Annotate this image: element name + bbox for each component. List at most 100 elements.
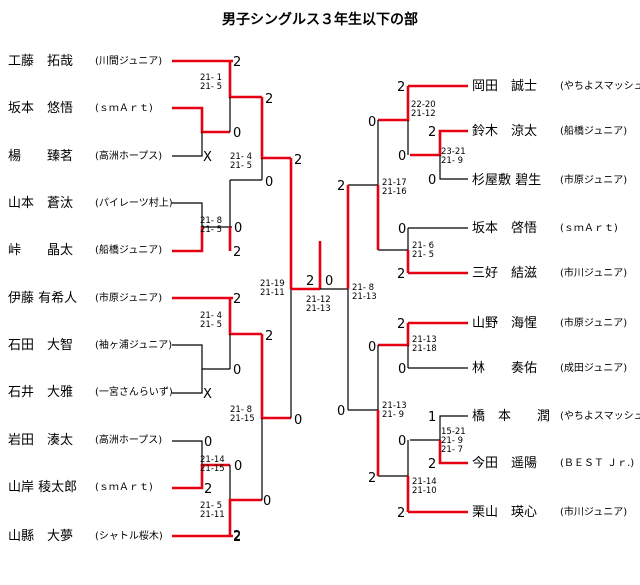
player-club: (市原ジュニア) xyxy=(560,173,627,186)
player-club: (ｓｍＡｒｔ) xyxy=(560,223,618,234)
bracket-line-lose xyxy=(172,202,232,228)
bracket-line-lose xyxy=(172,440,203,465)
round1-score: 2 xyxy=(233,245,241,260)
match-result-line: 21-10 xyxy=(412,486,437,496)
round3-score: 0 xyxy=(337,404,345,419)
round1-score: 2 xyxy=(397,317,405,332)
round1-score: X xyxy=(203,387,212,402)
bracket-line-win xyxy=(172,227,204,253)
player-name: 岩田 湊太 xyxy=(8,433,73,448)
player-name: 工藤 拓哉 xyxy=(8,54,73,69)
round1-score: 0 xyxy=(233,126,241,141)
match-result-line: 21-16 xyxy=(382,187,407,197)
player-club: (船橋ジュニア) xyxy=(560,124,627,137)
player-name: 橋 本 潤 xyxy=(472,409,550,424)
match-result-line: 21-13 xyxy=(412,335,437,345)
player-club: (高洲ホープス) xyxy=(95,149,162,162)
round2-score: 0 xyxy=(265,175,273,190)
bracket-line-lose xyxy=(439,155,468,180)
match-result-line: 21- 9 xyxy=(441,156,463,166)
bracket-line-lose xyxy=(410,415,468,441)
round1-score: 0 xyxy=(234,221,242,236)
match-result-line: 21- 9 xyxy=(441,436,463,446)
match-result-line: 21- 5 xyxy=(200,82,222,92)
match-result-line: 21- 5 xyxy=(412,250,434,260)
match-result-line: 21- 4 xyxy=(200,311,222,321)
round1-score: 0 xyxy=(398,149,406,164)
match-result-line: 21- 5 xyxy=(200,320,222,330)
round1-score: 1 xyxy=(428,410,436,425)
match-result-line: 21-13 xyxy=(306,304,331,314)
round1-score: 2 xyxy=(428,457,436,472)
player-club: (市原ジュニア) xyxy=(560,316,627,329)
bracket-line-lose xyxy=(172,132,203,157)
player-club: (袖ヶ浦ジュニア) xyxy=(95,338,172,351)
player-club: (市原ジュニア) xyxy=(95,291,162,304)
round3-score: 2 xyxy=(294,153,302,168)
round1-score: 2 xyxy=(397,267,405,282)
round2-score: 0 xyxy=(398,222,406,237)
match-result-line: 21-17 xyxy=(382,178,407,188)
match-result-line: 21- 8 xyxy=(352,283,374,293)
round2-score: 2 xyxy=(233,529,241,544)
player-name: 杉屋敷 碧生 xyxy=(472,173,541,188)
match-result-line: 21-15 xyxy=(230,414,255,424)
match-result-line: 21- 4 xyxy=(230,152,252,162)
player-club: (パイレーツ村上) xyxy=(95,196,173,209)
match-result-line: 21-18 xyxy=(412,344,437,354)
player-name: 石井 大雅 xyxy=(8,385,73,400)
player-club: (ｓｍＡｒｔ) xyxy=(95,482,153,493)
player-name: 山野 海惺 xyxy=(472,316,537,331)
player-club: (成田ジュニア) xyxy=(560,362,627,374)
player-name: 岡田 誠士 xyxy=(472,79,537,94)
round2-score: 2 xyxy=(265,329,273,344)
match-result-line: 23-21 xyxy=(441,147,466,157)
match-result-line: 21-12 xyxy=(411,109,436,119)
player-club: (市川ジュニア) xyxy=(560,266,627,279)
round1-score: 2 xyxy=(233,530,241,545)
match-result-line: 21- 5 xyxy=(200,225,222,235)
bracket-line-win xyxy=(438,440,468,465)
bracket-title: 男子シングルス３年生以下の部 xyxy=(222,11,418,28)
player-name: 林 奏佑 xyxy=(472,361,537,376)
round1-score: 0 xyxy=(398,434,406,449)
round1-score: X xyxy=(203,150,212,165)
bracket-line-lose xyxy=(172,344,230,370)
player-name: 坂本 啓悟 xyxy=(472,221,537,236)
bracket-line-lose xyxy=(172,369,203,394)
match-result-line: 21- 7 xyxy=(441,445,463,455)
match-result-line: 21- 1 xyxy=(200,73,222,83)
player-name: 峠 晶太 xyxy=(8,243,73,258)
player-club: (高洲ホープス) xyxy=(95,433,162,446)
player-club: (船橋ジュニア) xyxy=(95,243,162,256)
player-club: (やちよスマッシュ) xyxy=(560,80,640,92)
match-result-line: 21-19 xyxy=(260,279,285,289)
match-result-line: 21-13 xyxy=(382,401,407,411)
match-result-line: 21- 5 xyxy=(230,161,252,171)
round1-score: 2 xyxy=(397,80,405,95)
player-club: (ｓｍＡｒｔ) xyxy=(95,103,153,114)
match-result-line: 21-12 xyxy=(306,295,331,305)
match-result-line: 21-13 xyxy=(352,292,377,302)
match-result-line: 21-15 xyxy=(200,464,225,474)
player-name: 伊藤 有希人 xyxy=(8,291,77,306)
round1-score: 0 xyxy=(233,363,241,378)
player-name: 山縣 大夢 xyxy=(8,529,73,544)
match-result-line: 22-20 xyxy=(411,100,436,110)
round3-score: 2 xyxy=(337,179,345,194)
player-name: 栗山 瑛心 xyxy=(472,505,537,520)
round1-score: 2 xyxy=(233,55,241,70)
